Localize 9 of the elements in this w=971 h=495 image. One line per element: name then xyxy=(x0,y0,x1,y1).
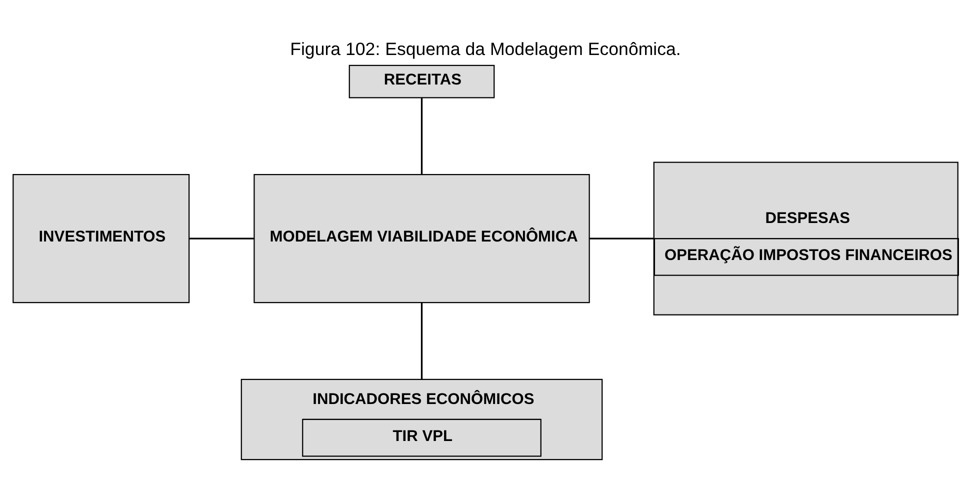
node-box: INDICADORES ECONÔMICOS TIR VPL xyxy=(240,378,603,460)
connector xyxy=(420,302,423,379)
connector xyxy=(420,97,423,174)
node-box: INVESTIMENTOS xyxy=(12,173,190,303)
connector xyxy=(589,237,654,239)
diagram-title: Figura 102: Esquema da Modelagem Econômica. xyxy=(290,38,681,59)
connector xyxy=(189,237,254,239)
node-box: MODELAGEM VIABILIDADE ECONÔMICA xyxy=(254,173,590,303)
node-box: RECEITAS xyxy=(348,64,495,98)
